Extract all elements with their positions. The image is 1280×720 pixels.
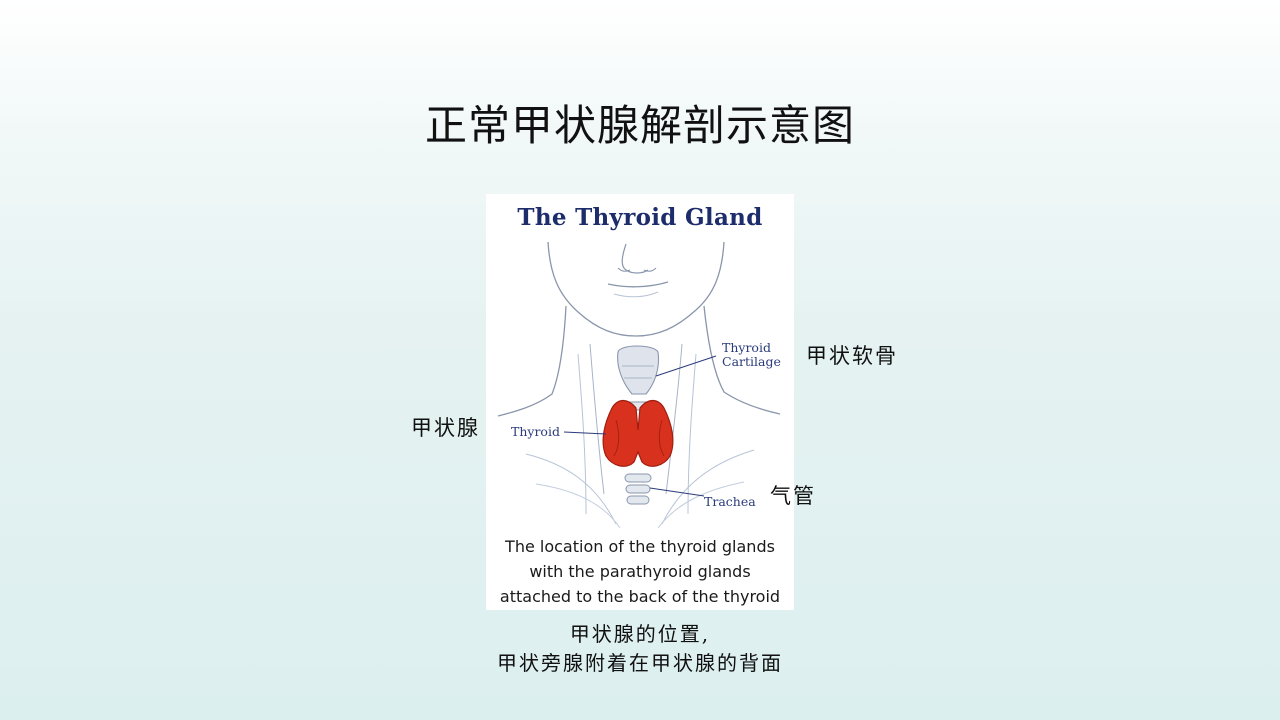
- figure-caption-line-1: The location of the thyroid glands: [505, 537, 775, 556]
- mouth-outline: [607, 281, 669, 288]
- trachea-pointer: [649, 487, 705, 497]
- neck-outline-left: [497, 305, 567, 417]
- annotation-thyroid: 甲状腺: [411, 416, 480, 440]
- thyroid-cartilage-pointer: [655, 355, 717, 377]
- annotation-trachea: 气管: [770, 484, 816, 508]
- thyroid-pointer: [563, 431, 607, 435]
- annotation-thyroid-cartilage: 甲状软骨: [806, 344, 898, 368]
- thyroid-cartilage-label-line2: Cartilage: [722, 354, 781, 369]
- caption-line-1: 甲状腺的位置,: [569, 622, 711, 646]
- thyroid-anatomy-figure: The Thyroid Gland Thyroid Cartilage Thyr…: [486, 194, 794, 610]
- slide-title: 正常甲状腺解剖示意图: [424, 101, 855, 150]
- figure-caption-line-2: with the parathyroid glands: [529, 562, 751, 581]
- thyroid-figure-label: Thyroid: [511, 424, 560, 439]
- caption-line-2: 甲状旁腺附着在甲状腺的背面: [497, 651, 783, 675]
- face-outline: [547, 241, 725, 337]
- figure-heading: The Thyroid Gland: [517, 204, 763, 231]
- thyroid-gland-shape: [602, 399, 674, 467]
- figure-caption-line-3: attached to the back of the thyroid: [499, 587, 781, 606]
- neck-illustration: [497, 241, 781, 529]
- thyroid-cartilage-shape: [617, 345, 660, 395]
- nose-outline: [621, 243, 649, 274]
- trachea-figure-label: Trachea: [704, 494, 756, 509]
- thyroid-cartilage-figure-label: Thyroid Cartilage: [722, 341, 781, 369]
- thyroid-cartilage-label-line1: Thyroid: [722, 340, 771, 355]
- neck-outline-right: [703, 305, 781, 415]
